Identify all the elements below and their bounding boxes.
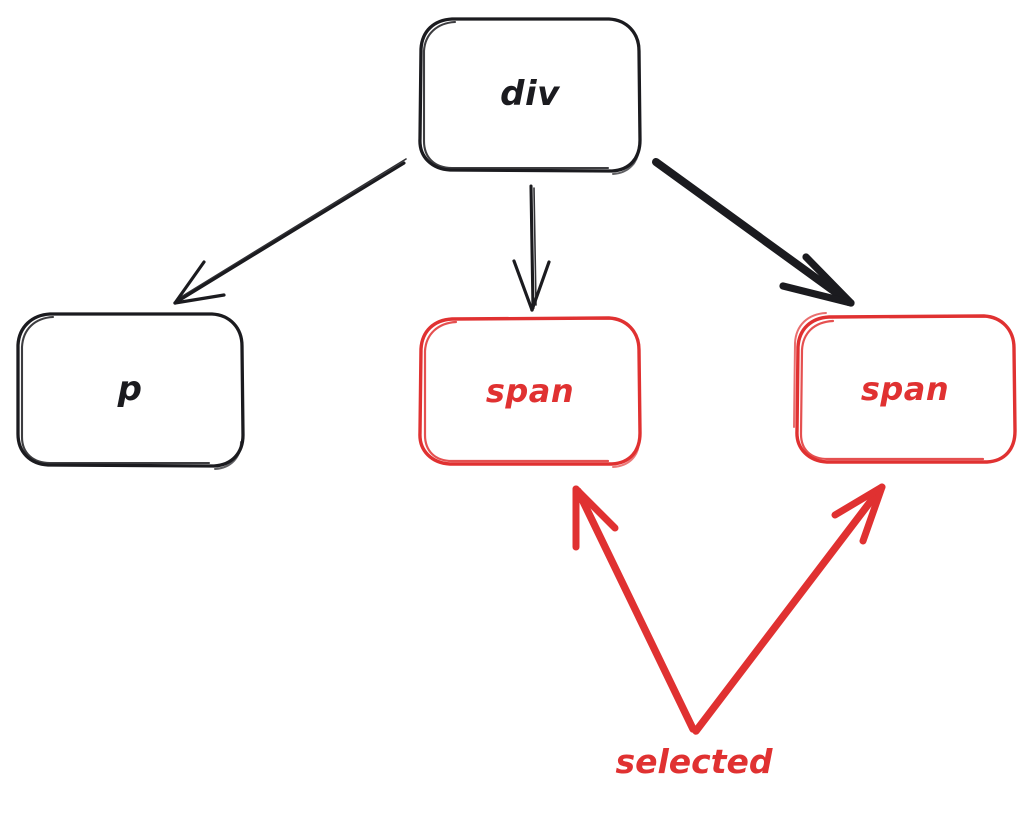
edge-div-to-span-2[interactable]	[652, 158, 855, 307]
node-span-1-shape[interactable]	[418, 316, 642, 468]
edge-div-to-span-1[interactable]	[512, 184, 551, 312]
annotation-arrow-to-span-2[interactable]	[692, 483, 886, 735]
annotation-arrow-to-span-1[interactable]	[572, 485, 697, 733]
edge-div-to-p[interactable]	[173, 158, 407, 305]
node-div-shape[interactable]	[418, 17, 642, 175]
node-p-shape[interactable]	[16, 312, 245, 470]
node-span-2-shape[interactable]	[793, 312, 1017, 464]
